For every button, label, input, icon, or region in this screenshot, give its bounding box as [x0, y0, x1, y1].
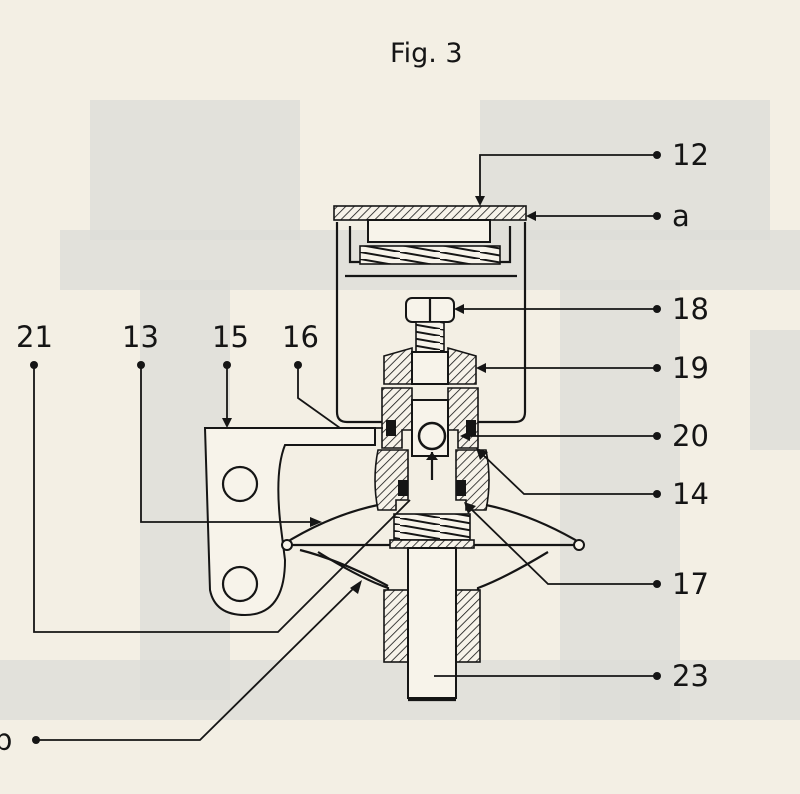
label-15: 15 — [212, 320, 249, 354]
label-23: 23 — [672, 659, 709, 693]
spring — [389, 513, 475, 549]
cap — [333, 205, 527, 221]
background-show-through — [0, 100, 800, 720]
lock-nut — [383, 346, 477, 385]
outlet-tube — [383, 547, 481, 702]
diaphragm — [281, 503, 585, 551]
label-16: 16 — [282, 320, 319, 354]
label-12: 12 — [672, 138, 709, 172]
label-19: 19 — [672, 351, 709, 385]
label-21: 21 — [16, 320, 53, 354]
upper-cup — [335, 219, 527, 424]
mounting-bracket — [203, 427, 376, 617]
label-14: 14 — [672, 477, 709, 511]
leader-lines — [30, 151, 661, 744]
label-18: 18 — [672, 292, 709, 326]
valve-body — [381, 387, 479, 480]
label-17: 17 — [672, 567, 709, 601]
label-20: 20 — [672, 419, 709, 453]
figure-title: Fig. 3 — [390, 38, 463, 69]
lower-valve-body — [374, 449, 490, 511]
label-a: a — [672, 199, 690, 233]
label-13: 13 — [122, 320, 159, 354]
label-b: b — [0, 723, 12, 757]
